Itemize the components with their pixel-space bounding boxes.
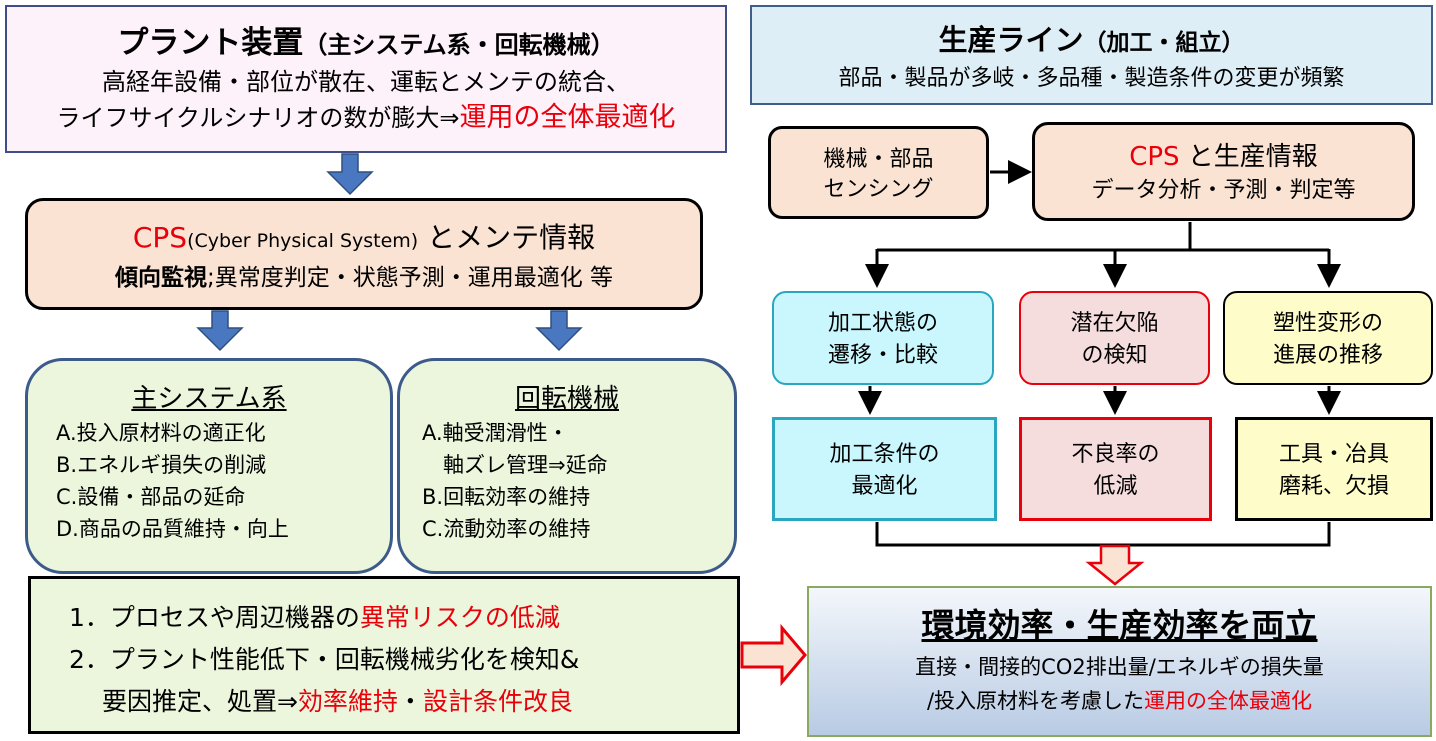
results-box: 1．プロセスや周辺機器の異常リスクの低減 2．プラント性能低下・回転機械劣化を検… <box>28 576 740 734</box>
cps-maint-box: CPS(Cyber Physical System) とメンテ情報 傾向監視;異… <box>25 198 703 310</box>
main-system-title: 主システム系 <box>131 384 287 414</box>
results-line3: 要因推定、処置⇒効率維持・設計条件改良 <box>69 687 573 716</box>
cps-maint-title: CPS(Cyber Physical System) とメンテ情報 <box>132 221 596 254</box>
rotating-item-b: B.回転効率の維持 <box>422 485 591 509</box>
results-line2: 2．プラント性能低下・回転機械劣化を検知& <box>69 645 580 674</box>
sensing-line2: センシング <box>823 177 934 202</box>
block-arrow-right <box>740 623 807 687</box>
results-line1: 1．プロセスや周辺機器の異常リスクの低減 <box>69 603 560 632</box>
mid-box-latent-defect: 潜在欠陥 の検知 <box>1019 291 1210 385</box>
rotating-item-a: A.軸受潤滑性・ <box>422 421 569 445</box>
cps-maint-sub: 傾向監視;異常度判定・状態予測・運用最適化 等 <box>114 265 614 291</box>
hollow-arrow-down <box>1085 544 1145 586</box>
production-title: 生産ライン（加工・組立） <box>938 23 1245 57</box>
final-line1: 直接・間接的CO2排出量/エネルギの損失量 <box>915 655 1324 679</box>
final-line2: /投入原材料を考慮した運用の全体最適化 <box>926 689 1313 713</box>
sensing-line1: 機械・部品 <box>823 147 934 172</box>
mid-box-processing-state: 加工状態の 遷移・比較 <box>772 291 994 385</box>
final-box: 環境効率・生産効率を両立 直接・間接的CO2排出量/エネルギの損失量 /投入原材… <box>807 586 1432 737</box>
plant-line1: 高経年設備・部位が散在、運転とメンテの統合、 <box>102 68 630 96</box>
final-title: 環境効率・生産効率を両立 <box>921 606 1318 645</box>
main-system-item-d: D.商品の品質維持・向上 <box>56 517 289 541</box>
plant-title: プラント装置（主システム系・回転機械） <box>117 25 615 61</box>
blue-arrow-down-2 <box>196 310 244 352</box>
rotating-title: 回転機械 <box>514 384 619 414</box>
mid-box-plastic-deformation: 塑性変形の 進展の推移 <box>1223 291 1433 385</box>
cps-prod-line2: データ分析・予測・判定等 <box>1091 178 1356 203</box>
rotating-item-c: C.流動効率の維持 <box>422 517 591 541</box>
cps-prod-box: CPS と生産情報 データ分析・予測・判定等 <box>1032 122 1415 221</box>
low-box-tool-wear: 工具・冶具 磨耗、欠損 <box>1235 417 1433 521</box>
rotating-box: 回転機械 A.軸受潤滑性・ 軸ズレ管理⇒延命 B.回転効率の維持 C.流動効率の… <box>397 358 737 574</box>
rotating-item-a2: 軸ズレ管理⇒延命 <box>422 453 608 477</box>
main-system-item-b: B.エネルギ損失の削減 <box>56 453 267 477</box>
main-system-box: 主システム系 A.投入原材料の適正化 B.エネルギ損失の削減 C.設備・部品の延… <box>25 358 393 574</box>
low-box-defect-rate: 不良率の 低減 <box>1019 417 1212 521</box>
main-system-item-c: C.設備・部品の延命 <box>56 485 246 509</box>
plant-line2: ライフサイクルシナリオの数が膨大⇒運用の全体最適化 <box>56 102 676 133</box>
merge-bracket <box>875 522 1331 547</box>
blue-arrow-down-3 <box>535 310 583 352</box>
production-box: 生産ライン（加工・組立） 部品・製品が多岐・多品種・製造条件の変更が頻繁 <box>750 5 1433 105</box>
blue-arrow-down-1 <box>326 153 374 196</box>
main-system-item-a: A.投入原材料の適正化 <box>56 421 266 445</box>
production-line1: 部品・製品が多岐・多品種・製造条件の変更が頻繁 <box>838 66 1345 91</box>
low-box-processing-conditions: 加工条件の 最適化 <box>772 417 997 521</box>
sensing-box: 機械・部品 センシング <box>768 126 989 219</box>
plant-box: プラント装置（主システム系・回転機械） 高経年設備・部位が散在、運転とメンテの統… <box>5 5 727 153</box>
cps-prod-title: CPS と生産情報 <box>1129 142 1318 172</box>
